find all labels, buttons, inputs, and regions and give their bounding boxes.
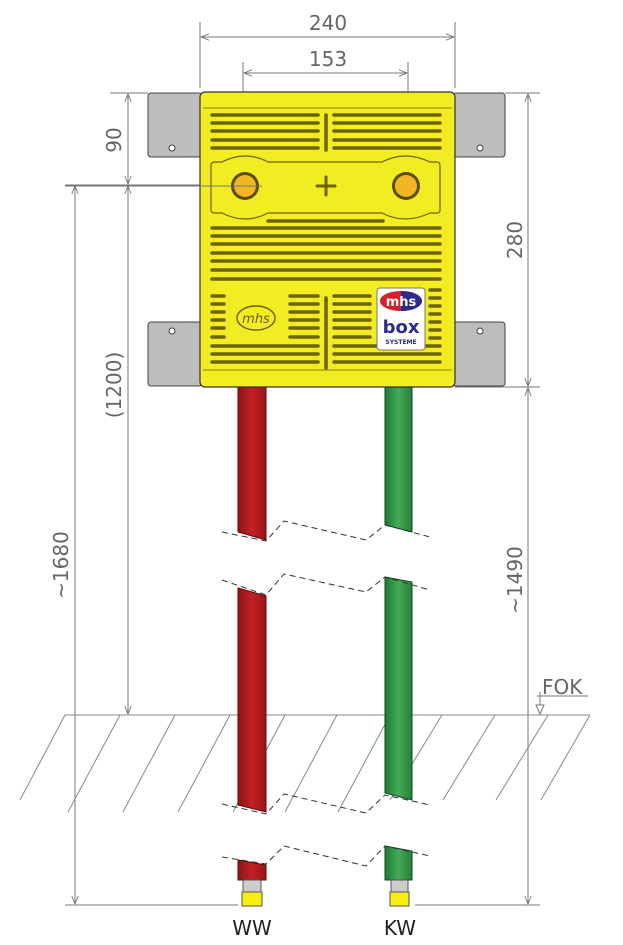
dimension-top-to-pipe-label: 90 [102, 127, 126, 152]
mhs-box-logo: mhs box SYSTEME [376, 287, 426, 351]
logo-brand: mhs [386, 295, 417, 310]
pipe-kw [384, 386, 413, 907]
pipe-ww [237, 386, 267, 907]
dimension-pipe-spacing-label: 153 [309, 47, 347, 71]
mounting-brackets [147, 92, 506, 387]
embossed-logo-text: mhs [242, 312, 270, 327]
pipe-kw-label: KW [384, 916, 416, 940]
pipe-ww-label: WW [232, 916, 272, 940]
dimension-total-height-label: ~1680 [49, 531, 73, 599]
dimension-right: 280 ~1490 [415, 92, 540, 906]
dimension-box-height-label: 280 [503, 221, 527, 259]
dimension-pipe-to-floor-label: (1200) [102, 352, 126, 419]
floor-hatch [19, 714, 591, 813]
logo-product: box [383, 317, 420, 338]
floor-label: FOK [542, 675, 583, 699]
dimension-width: 240 [199, 11, 456, 88]
dimension-box-to-end-label: ~1490 [503, 546, 527, 614]
floor-level-marker: FOK [535, 675, 588, 716]
mhs-embossed-logo: mhs [236, 305, 276, 331]
logo-sub: SYSTEME [385, 339, 416, 346]
dimension-pipe-spacing: 153 [242, 47, 409, 185]
dimension-width-label: 240 [309, 11, 347, 35]
break-lines [221, 520, 431, 867]
